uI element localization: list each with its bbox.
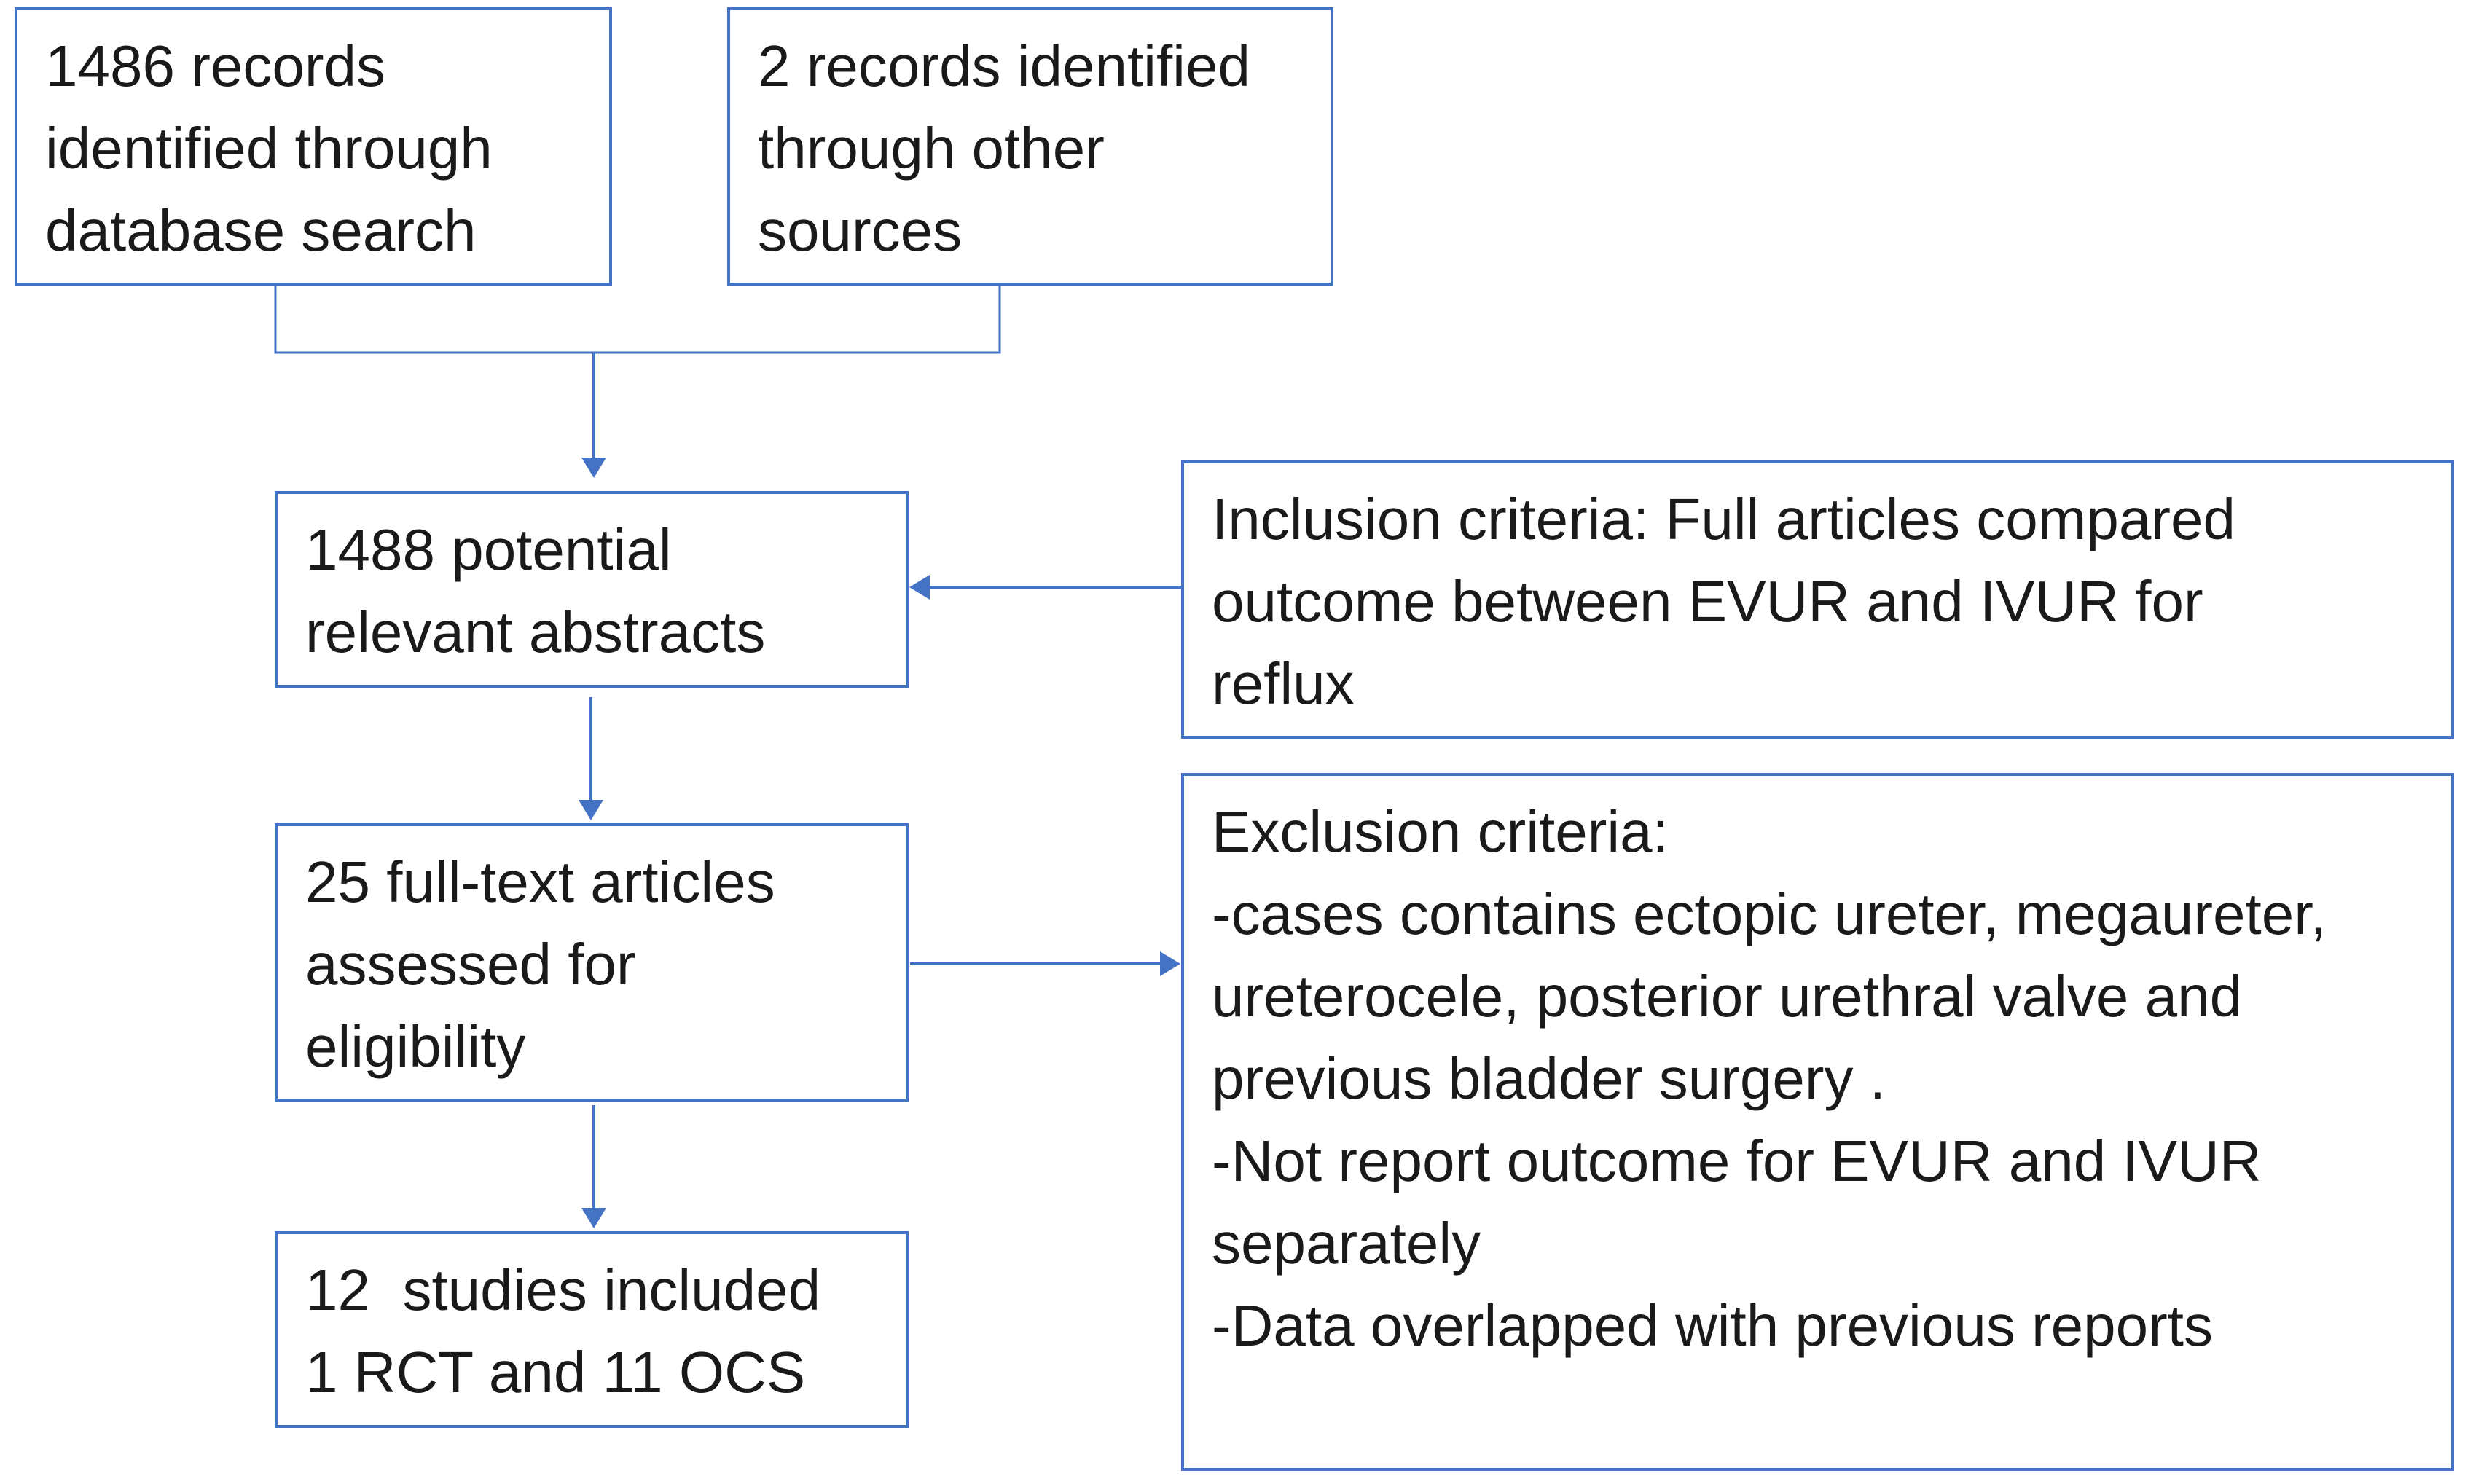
arrowhead-potential-abstracts	[581, 458, 606, 478]
studies-included-box: 12 studies included 1 RCT and 11 OCS	[275, 1231, 909, 1428]
database-search-line-1: 1486 records	[45, 34, 385, 98]
exclusion-criteria-line-3: ureterocele, posterior urethral valve an…	[1212, 964, 2243, 1029]
merge-bracket	[274, 286, 1001, 354]
studies-included-line-2: 1 RCT and 11 OCS	[305, 1340, 806, 1405]
studies-included-line-1: 12 studies included	[305, 1257, 821, 1322]
potential-abstracts-line-1: 1488 potential	[305, 517, 672, 582]
other-sources-line-1: 2 records identified	[758, 34, 1250, 98]
full-text-assessed-box: 25 full-text articles assessed for eligi…	[275, 823, 909, 1102]
exclusion-criteria-box: Exclusion criteria: -cases contains ecto…	[1181, 773, 2454, 1471]
inclusion-criteria-box: Inclusion criteria: Full articles compar…	[1181, 460, 2454, 739]
arrowhead-studies	[581, 1208, 606, 1228]
database-search-line-2: identified through	[45, 116, 493, 181]
exclusion-criteria-line-4: previous bladder surgery .	[1212, 1046, 1886, 1111]
arrowhead-fulltext	[579, 800, 603, 820]
full-text-assessed-line-2: assessed for	[305, 932, 636, 997]
inclusion-criteria-line-3: reflux	[1212, 651, 1355, 716]
exclusion-criteria-line-2: -cases contains ectopic ureter, megauret…	[1212, 882, 2327, 946]
inclusion-criteria-line-2: outcome between EVUR and IVUR for	[1212, 569, 2203, 634]
inclusion-criteria-line-1: Inclusion criteria: Full articles compar…	[1212, 487, 2235, 551]
exclusion-criteria-line-6: separately	[1212, 1211, 1481, 1276]
full-text-assessed-line-3: eligibility	[305, 1014, 526, 1079]
arrowhead-exclusion	[1160, 951, 1180, 976]
exclusion-criteria-line-1: Exclusion criteria:	[1212, 799, 1669, 864]
database-search-line-3: database search	[45, 198, 477, 263]
exclusion-criteria-line-7: -Data overlapped with previous reports	[1212, 1293, 2214, 1358]
full-text-assessed-line-1: 25 full-text articles	[305, 849, 775, 914]
other-sources-line-2: through other	[758, 116, 1105, 181]
database-search-box: 1486 records identified through database…	[15, 7, 612, 286]
other-sources-box: 2 records identified through other sourc…	[727, 7, 1333, 286]
exclusion-criteria-line-5: -Not report outcome for EVUR and IVUR	[1212, 1128, 2262, 1193]
other-sources-line-3: sources	[758, 198, 963, 263]
potential-abstracts-line-2: relevant abstracts	[305, 600, 766, 664]
potential-abstracts-box: 1488 potential relevant abstracts	[275, 491, 909, 688]
arrowhead-inclusion	[909, 575, 930, 600]
